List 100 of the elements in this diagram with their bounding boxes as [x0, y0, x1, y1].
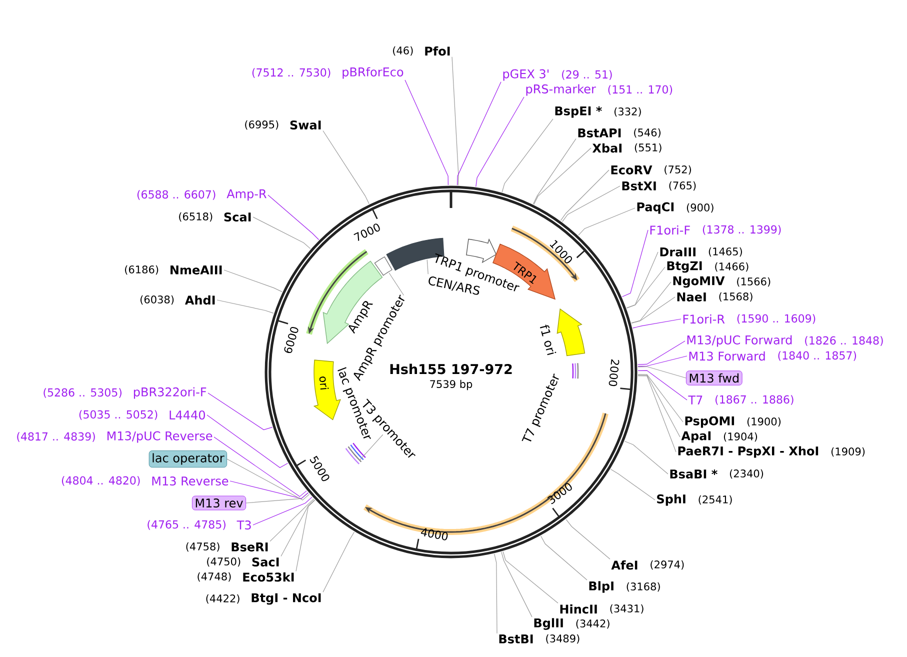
range-label: (1840 .. 1857) [778, 351, 856, 361]
leader-line [208, 392, 273, 430]
position-label: (1568) [719, 292, 752, 302]
primer-label: T7 [688, 396, 702, 404]
leader-line [502, 551, 558, 604]
leader-line [562, 186, 620, 222]
leader-line [638, 356, 688, 367]
leader-line [540, 536, 588, 580]
position-label: (1900) [747, 417, 781, 427]
enzyme-site-label: BstBI [499, 634, 533, 644]
enzyme-site-label: NgoMIV [673, 276, 725, 288]
leader-line [632, 318, 682, 328]
position-label: (551) [634, 143, 662, 153]
leader-line [638, 374, 684, 422]
enzyme-site-label: BtgZI [667, 261, 702, 273]
scale-label: 2000 [608, 359, 620, 386]
enzyme-site-label: BtgI - NcoI [252, 593, 321, 605]
enzyme-site-label: BstAPI [578, 128, 621, 138]
enzyme-site-label: PfoI [425, 46, 450, 56]
leader-line [360, 434, 384, 460]
primer-label: T3 [236, 520, 251, 530]
enzyme-site-label: NmeAIII [170, 266, 222, 274]
enzyme-site-label: PaqCI [637, 202, 674, 214]
leader-line [494, 554, 498, 634]
range-label: (7512 .. 7530) [252, 68, 330, 78]
leader-line [624, 440, 668, 474]
enzyme-site-label: AhdI [184, 295, 215, 305]
primer-label: M13 Reverse [152, 476, 228, 486]
leader-line [560, 170, 610, 221]
leader-line [532, 138, 576, 204]
leader-line [280, 500, 315, 557]
enzyme-site-label: Eco53kI [243, 572, 294, 582]
range-label: (4765 .. 4785) [148, 520, 226, 530]
enzyme-site-label: PaeR7I - PspXI - XhoI [678, 446, 818, 458]
leader-line [638, 374, 680, 438]
leader-line [452, 56, 459, 186]
leader-line [226, 458, 310, 500]
enzyme-site-label: BseRI [232, 542, 268, 552]
position-label: (1466) [715, 262, 748, 272]
primer-label: L4440 [170, 410, 205, 420]
leader-line [456, 82, 502, 186]
feature-mark [345, 442, 366, 464]
primer-label: M13/pUC Forward [687, 335, 792, 347]
leader-line [610, 468, 656, 500]
position-label: (4750) [207, 557, 240, 567]
leader-line [502, 118, 554, 192]
leader-line [638, 366, 686, 378]
leader-line [252, 216, 311, 250]
range-label: (1867 .. 1886) [716, 395, 794, 405]
leader-line [426, 259, 428, 274]
primer-label: F1ori-R [683, 314, 725, 324]
position-label: (900) [686, 203, 714, 213]
position-label: (1904) [724, 432, 758, 442]
scale-label: 7000 [354, 224, 380, 241]
leader-line [638, 340, 686, 365]
position-label: (332) [614, 107, 641, 117]
enzyme-site-label: XbaI [592, 143, 622, 153]
position-label: (546) [634, 128, 660, 138]
position-label: (2340) [730, 469, 764, 479]
leader-line [566, 519, 610, 560]
enzyme-site-label: EcoRV [611, 166, 652, 174]
leader-line [476, 96, 524, 187]
position-label: (4748) [198, 572, 231, 582]
range-label: (1590 .. 1609) [737, 314, 816, 324]
position-label: (2974) [650, 560, 684, 570]
range-label: (4817 .. 4839) [17, 432, 95, 442]
feature-tag: lac operator [148, 450, 227, 468]
leader-line [230, 480, 309, 499]
range-label: (29 .. 51) [562, 70, 612, 80]
leader-line [631, 282, 672, 324]
primer-label: M13/pUC Reverse [107, 431, 212, 443]
enzyme-site-label: HincII [560, 604, 597, 614]
range-label: (151 .. 170) [608, 85, 672, 95]
position-label: (3168) [626, 582, 660, 592]
range-label: (6588 .. 6607) [137, 190, 216, 200]
primer-label: pGEX 3' [503, 69, 549, 81]
enzyme-site-label: SwaI [290, 120, 321, 130]
plasmid-size: 7539 bp [430, 380, 472, 390]
position-label: (4758) [186, 542, 220, 552]
position-label: (6038) [140, 295, 174, 305]
enzyme-site-label: BstXI [622, 182, 656, 190]
leader-line [296, 500, 316, 572]
leader-line [388, 272, 404, 296]
leader-line [638, 370, 688, 400]
enzyme-site-label: AfeI [611, 560, 638, 570]
position-label: (6518) [179, 212, 212, 222]
leader-line [534, 148, 592, 205]
feature-tag: M13 rev [192, 496, 246, 510]
primer-label: pBR322ori-F [134, 387, 206, 399]
position-label: (752) [664, 165, 692, 175]
position-label: (6186) [125, 265, 158, 275]
leader-line [404, 80, 448, 186]
leader-line [501, 552, 532, 618]
primer-label: pRS-marker [526, 84, 596, 96]
range-label: (5035 .. 5052) [79, 410, 158, 420]
primer-label: pBRforEco [342, 67, 404, 79]
position-label: (3431) [610, 604, 644, 614]
enzyme-site-label: BlpI [589, 581, 614, 593]
leader-line [626, 266, 666, 308]
feature-label: f1 ori [540, 324, 556, 356]
